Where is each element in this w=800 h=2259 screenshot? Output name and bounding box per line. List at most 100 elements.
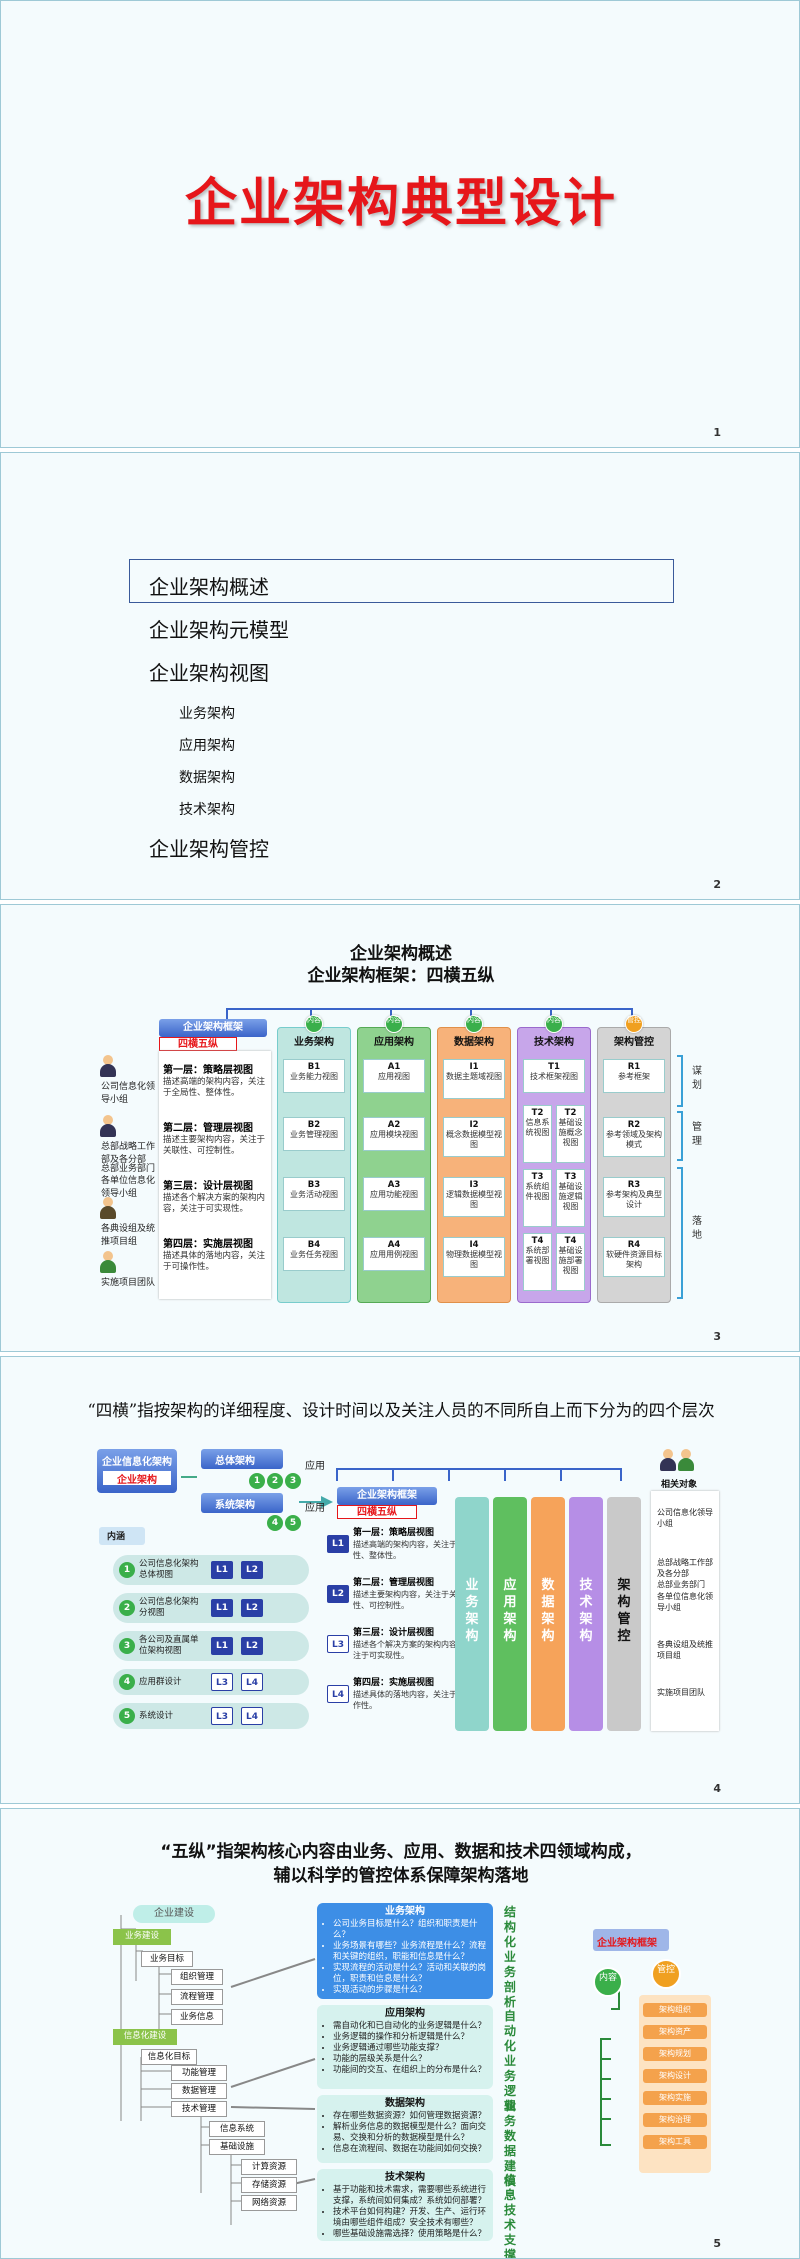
- view-label: 业务活动视图: [290, 1190, 338, 1199]
- view-label: 物理数据模型视图: [446, 1250, 502, 1269]
- toc-item-governance[interactable]: 企业架构管控: [149, 833, 269, 862]
- tree-node[interactable]: 信息化目标: [141, 2049, 197, 2065]
- domain-box-technology: 技术架构 基于功能和技术需求，需要哪些系统进行支撑，系统间如何集成？系统如何部署…: [317, 2169, 493, 2241]
- step-number-circle: 1: [249, 1473, 265, 1489]
- view-label: 技术框架视图: [530, 1072, 578, 1081]
- slide-3-framework: 企业架构概述 企业架构框架：四横五纵 公司信息化领导小组 总部战略工作部及各分部…: [0, 904, 800, 1352]
- view-label: 信息系统视图: [526, 1118, 550, 1137]
- column-header: 数据架构: [437, 1033, 511, 1055]
- toc-subitem-application[interactable]: 应用架构: [179, 735, 235, 755]
- tree-node[interactable]: 基础设施: [209, 2139, 265, 2155]
- tree-node[interactable]: 技术管理: [171, 2101, 227, 2117]
- it-build-node[interactable]: 信息化建设: [113, 2029, 177, 2045]
- view-label: 参考架构及典型设计: [606, 1190, 662, 1209]
- domain-item: 实现流程的活动是什么？活动和关联的岗位，职责和信息是什么？: [333, 1963, 493, 1985]
- view-label: 系统组件视图: [526, 1182, 550, 1201]
- tree-node[interactable]: 数据管理: [171, 2083, 227, 2099]
- toc-item-views[interactable]: 企业架构视图: [149, 657, 269, 686]
- view-id: T4: [557, 1236, 584, 1246]
- column-header: 应用架构: [357, 1033, 431, 1055]
- content-circle-icon: 内容: [593, 1967, 623, 1997]
- view-label: 参考框架: [618, 1072, 650, 1081]
- view-id: I4: [444, 1240, 504, 1250]
- column-governance: 架构管控: [607, 1497, 641, 1731]
- tree-node[interactable]: 功能管理: [171, 2065, 227, 2081]
- tree-node[interactable]: 组织管理: [171, 1969, 223, 1985]
- bracket-manage: [677, 1111, 683, 1161]
- root-node[interactable]: 企业建设: [133, 1905, 215, 1923]
- deck-title: 企业架构典型设计: [1, 161, 800, 236]
- step-number-circle: 4: [267, 1515, 283, 1531]
- governance-item[interactable]: 架构规划: [643, 2047, 707, 2061]
- business-build-node[interactable]: 业务建设: [113, 1929, 171, 1945]
- governance-circle-icon: 管控: [625, 1015, 643, 1033]
- toc-item-overview[interactable]: 企业架构概述: [149, 571, 269, 600]
- page-number: 2: [713, 878, 721, 891]
- domain-item: 需自动化和已自动化的业务逻辑是什么？: [333, 2021, 493, 2032]
- view-label: 业务任务视图: [290, 1250, 338, 1259]
- toc-subitem-technology[interactable]: 技术架构: [179, 799, 235, 819]
- tree-node[interactable]: 业务信息: [171, 2009, 223, 2025]
- governance-item[interactable]: 架构资产: [643, 2025, 707, 2039]
- tree-node[interactable]: 存储资源: [241, 2177, 297, 2193]
- toc-subitem-business[interactable]: 业务架构: [179, 703, 235, 723]
- governance-item[interactable]: 架构治理: [643, 2113, 707, 2127]
- related-item: 公司信息化领导小组: [657, 1507, 715, 1529]
- toc-subitem-data[interactable]: 数据架构: [179, 767, 235, 787]
- domain-title: 技术架构: [317, 2172, 493, 2183]
- governance-item[interactable]: 架构设计: [643, 2069, 707, 2083]
- domain-item: 存在哪些数据资源？如何管理数据资源？: [333, 2111, 493, 2122]
- domain-item: 信息在流程间、数据在功能间如何交换？: [333, 2144, 493, 2155]
- tree-node[interactable]: 计算资源: [241, 2159, 297, 2175]
- governance-item[interactable]: 架构组织: [643, 2003, 707, 2017]
- page-number: 1: [713, 426, 721, 439]
- view-id: B3: [284, 1180, 344, 1190]
- content-circle-icon: 内容: [385, 1015, 403, 1033]
- view-label: 基础设施逻辑视图: [559, 1182, 583, 1211]
- governance-item[interactable]: 架构实施: [643, 2091, 707, 2105]
- tree-node[interactable]: 业务目标: [141, 1951, 193, 1967]
- layer-title: 第四层：实施层视图: [163, 1235, 253, 1250]
- view-label: 逻辑数据模型视图: [446, 1190, 502, 1209]
- view-id: T4: [524, 1236, 551, 1246]
- content-circle-icon: 内容: [465, 1015, 483, 1033]
- domain-title: 数据架构: [317, 2098, 493, 2109]
- step-number-circle: 1: [119, 1562, 135, 1578]
- view-id: R2: [604, 1120, 664, 1130]
- apply-label: 应用: [305, 1457, 325, 1472]
- toc-item-metamodel[interactable]: 企业架构元模型: [149, 614, 289, 643]
- side-label-plan: 谋划: [691, 1065, 703, 1093]
- layer-description: 描述具体的落地内容，关注于可操作性。: [163, 1251, 267, 1273]
- view-id: B2: [284, 1120, 344, 1130]
- tree-node[interactable]: 网络资源: [241, 2195, 297, 2211]
- governance-item[interactable]: 架构工具: [643, 2135, 707, 2149]
- tree-node[interactable]: 信息系统: [209, 2121, 265, 2137]
- step-number-circle: 3: [285, 1473, 301, 1489]
- person-icon: [659, 1449, 677, 1471]
- tree-node[interactable]: 流程管理: [171, 1989, 223, 2005]
- level-badge: L4: [241, 1707, 263, 1725]
